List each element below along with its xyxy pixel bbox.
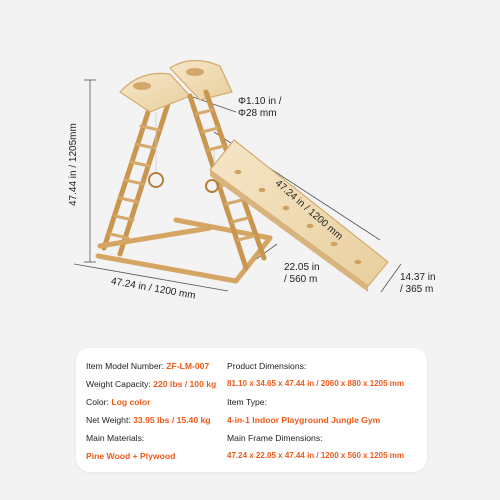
spec-model: Item Model Number: ZF-LM-007 [86, 360, 209, 372]
slide-board [209, 139, 389, 292]
spec-product-dimensions-label: Product Dimensions: [227, 361, 307, 371]
spec-item-type-value: 4-in-1 Indoor Playground Jungle Gym [227, 415, 381, 425]
spec-model-value: ZF-LM-007 [166, 361, 210, 371]
ladder-rails [101, 97, 171, 257]
spec-net-weight-value: 33.95 lbs / 15.40 kg [133, 415, 211, 425]
spec-materials-label: Main Materials: [86, 433, 145, 443]
height-dimension-label: 47.44 in / 1205mm [68, 123, 79, 206]
spec-model-label: Item Model Number: [86, 361, 164, 371]
spec-color: Color: Log color [86, 396, 150, 408]
slide-width-label: 14.37 in / 365 m [400, 272, 436, 295]
spec-product-dimensions-value: 81.10 x 34.65 x 47.44 in / 2060 x 880 x … [227, 379, 405, 388]
right-arch-panel [169, 59, 233, 101]
base-depth-label: 22.05 in / 560 m [284, 262, 320, 285]
spec-weight-capacity-value: 220 lbs / 100 kg [153, 379, 217, 389]
spec-frame-dimensions-label: Main Frame Dimensions: [227, 433, 323, 443]
product-figure: 47.44 in / 1205mm Φ1.10 in / Φ28 mm 47.2… [68, 59, 436, 302]
ladder-rungs [108, 124, 161, 240]
spec-panel: Item Model Number: ZF-LM-007 Weight Capa… [76, 348, 427, 472]
spec-weight-capacity: Weight Capacity: 220 lbs / 100 kg [86, 378, 216, 390]
spec-item-type-label: Item Type: [227, 397, 267, 407]
bar-diameter-label: Φ1.10 in / Φ28 mm [238, 96, 282, 119]
gym-rings [148, 112, 219, 193]
spec-color-label: Color: [86, 397, 109, 407]
left-arch-panel [119, 72, 192, 113]
spec-weight-capacity-label: Weight Capacity: [86, 379, 151, 389]
climbing-frame-illustration [73, 59, 402, 293]
spec-materials-value: Pine Wood + Plywood [86, 451, 176, 461]
spec-frame-dimensions-value: 47.24 x 22.05 x 47.44 in / 1200 x 560 x … [227, 451, 405, 460]
base-frame [95, 217, 273, 284]
spec-net-weight-label: Net Weight: [86, 415, 131, 425]
spec-net-weight: Net Weight: 33.95 lbs / 15.40 kg [86, 414, 211, 426]
spec-color-value: Log color [111, 397, 151, 407]
